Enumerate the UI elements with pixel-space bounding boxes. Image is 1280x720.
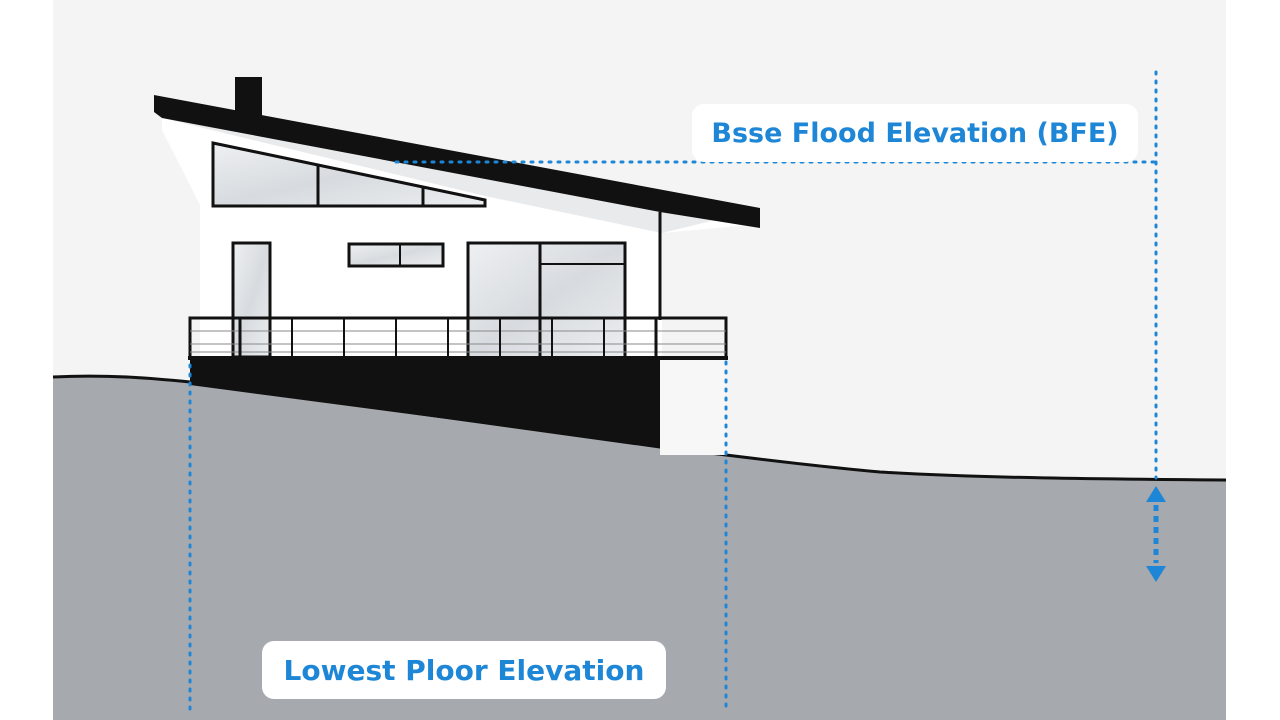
lowest-floor-elevation-label: Lowest Ploor Elevation [262, 641, 666, 699]
foundation [190, 357, 660, 447]
small-window [347, 242, 445, 268]
large-window [466, 241, 627, 360]
roof [154, 95, 760, 228]
ground [53, 376, 1226, 720]
double-arrow-icon [1146, 486, 1166, 582]
chimney [235, 77, 262, 117]
roof-soffit [162, 118, 740, 233]
clerestory-window [211, 141, 487, 208]
ground-line [52, 374, 1227, 482]
bfe-label: Bsse Flood Elevation (BFE) [692, 104, 1138, 162]
support-column [660, 357, 726, 455]
